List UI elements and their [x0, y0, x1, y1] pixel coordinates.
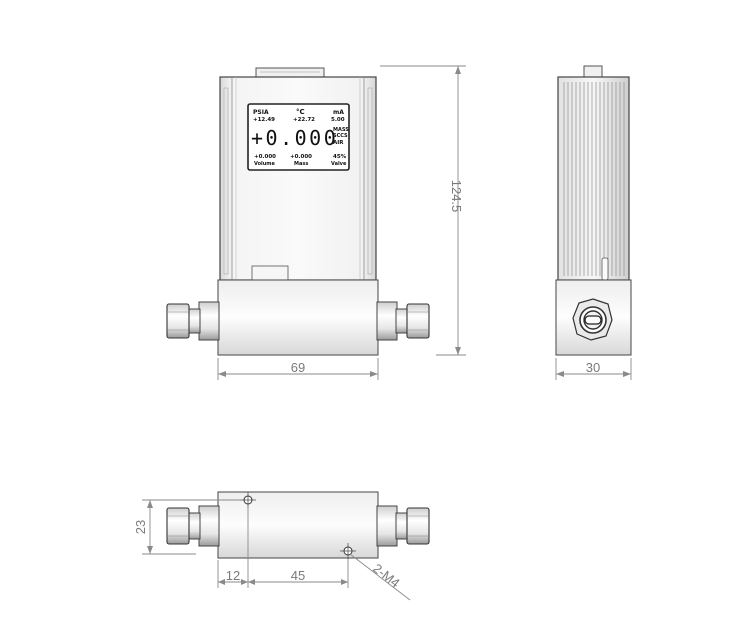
bottom-right-fitting [376, 505, 430, 547]
bottom-plug [251, 265, 289, 281]
front-view: PSIA °C mA +12.49 +22.72 5.00 +0.000 MAS… [166, 65, 466, 380]
lcd-display: PSIA °C mA +12.49 +22.72 5.00 +0.000 MAS… [247, 103, 350, 171]
dim-label-12: 12 [226, 568, 240, 583]
bottom-left-fitting [166, 505, 220, 547]
side-view: 30 [555, 65, 632, 380]
lcd-unit-current: mA [333, 109, 344, 116]
lcd-mode-1: MASS [333, 127, 349, 133]
lcd-unit-temp: °C [296, 108, 305, 116]
left-fitting [166, 301, 220, 341]
dim-label-69: 69 [291, 360, 305, 375]
bottom-view: 23 12 45 2-M4 [133, 491, 430, 601]
leader-holes [349, 553, 411, 601]
lcd-val-temp: +22.72 [293, 117, 315, 123]
lcd-mode-2: SCCS [333, 133, 348, 139]
dim-height [380, 65, 466, 356]
side-port [572, 298, 613, 341]
dim-front-width [217, 358, 379, 380]
bottom-block [217, 491, 379, 559]
lcd-val-pressure: +12.49 [253, 117, 275, 123]
dim-label-2-m4: 2-M4 [370, 561, 403, 591]
lcd-label-volume: Volume [254, 161, 276, 167]
lcd-val-volume: +0.000 [254, 154, 276, 160]
side-connector [583, 65, 603, 79]
mount-hole-top [240, 492, 256, 508]
lcd-unit-pressure: PSIA [253, 109, 269, 116]
dim-label-45: 45 [291, 568, 305, 583]
dim-label-30: 30 [586, 360, 600, 375]
lcd-val-current: 5.00 [331, 117, 345, 123]
lcd-main-value: +0.000 [251, 126, 338, 150]
dim-hole-spacing [217, 508, 349, 588]
lcd-val-valve: 45% [333, 154, 347, 160]
dim-label-124-5: 124.5 [449, 180, 464, 213]
mount-hole-bottom [340, 543, 356, 559]
base-block [217, 279, 379, 356]
right-fitting [376, 301, 430, 341]
lcd-gas: AIR [333, 140, 344, 146]
lcd-label-mass: Mass [294, 161, 308, 167]
side-led [601, 257, 609, 281]
side-housing [557, 76, 630, 281]
dim-base-height [142, 499, 240, 555]
lcd-label-valve: Valve [331, 161, 347, 167]
dim-label-23: 23 [133, 520, 148, 534]
dim-side-width [555, 358, 632, 380]
lcd-val-mass: +0.000 [290, 154, 312, 160]
